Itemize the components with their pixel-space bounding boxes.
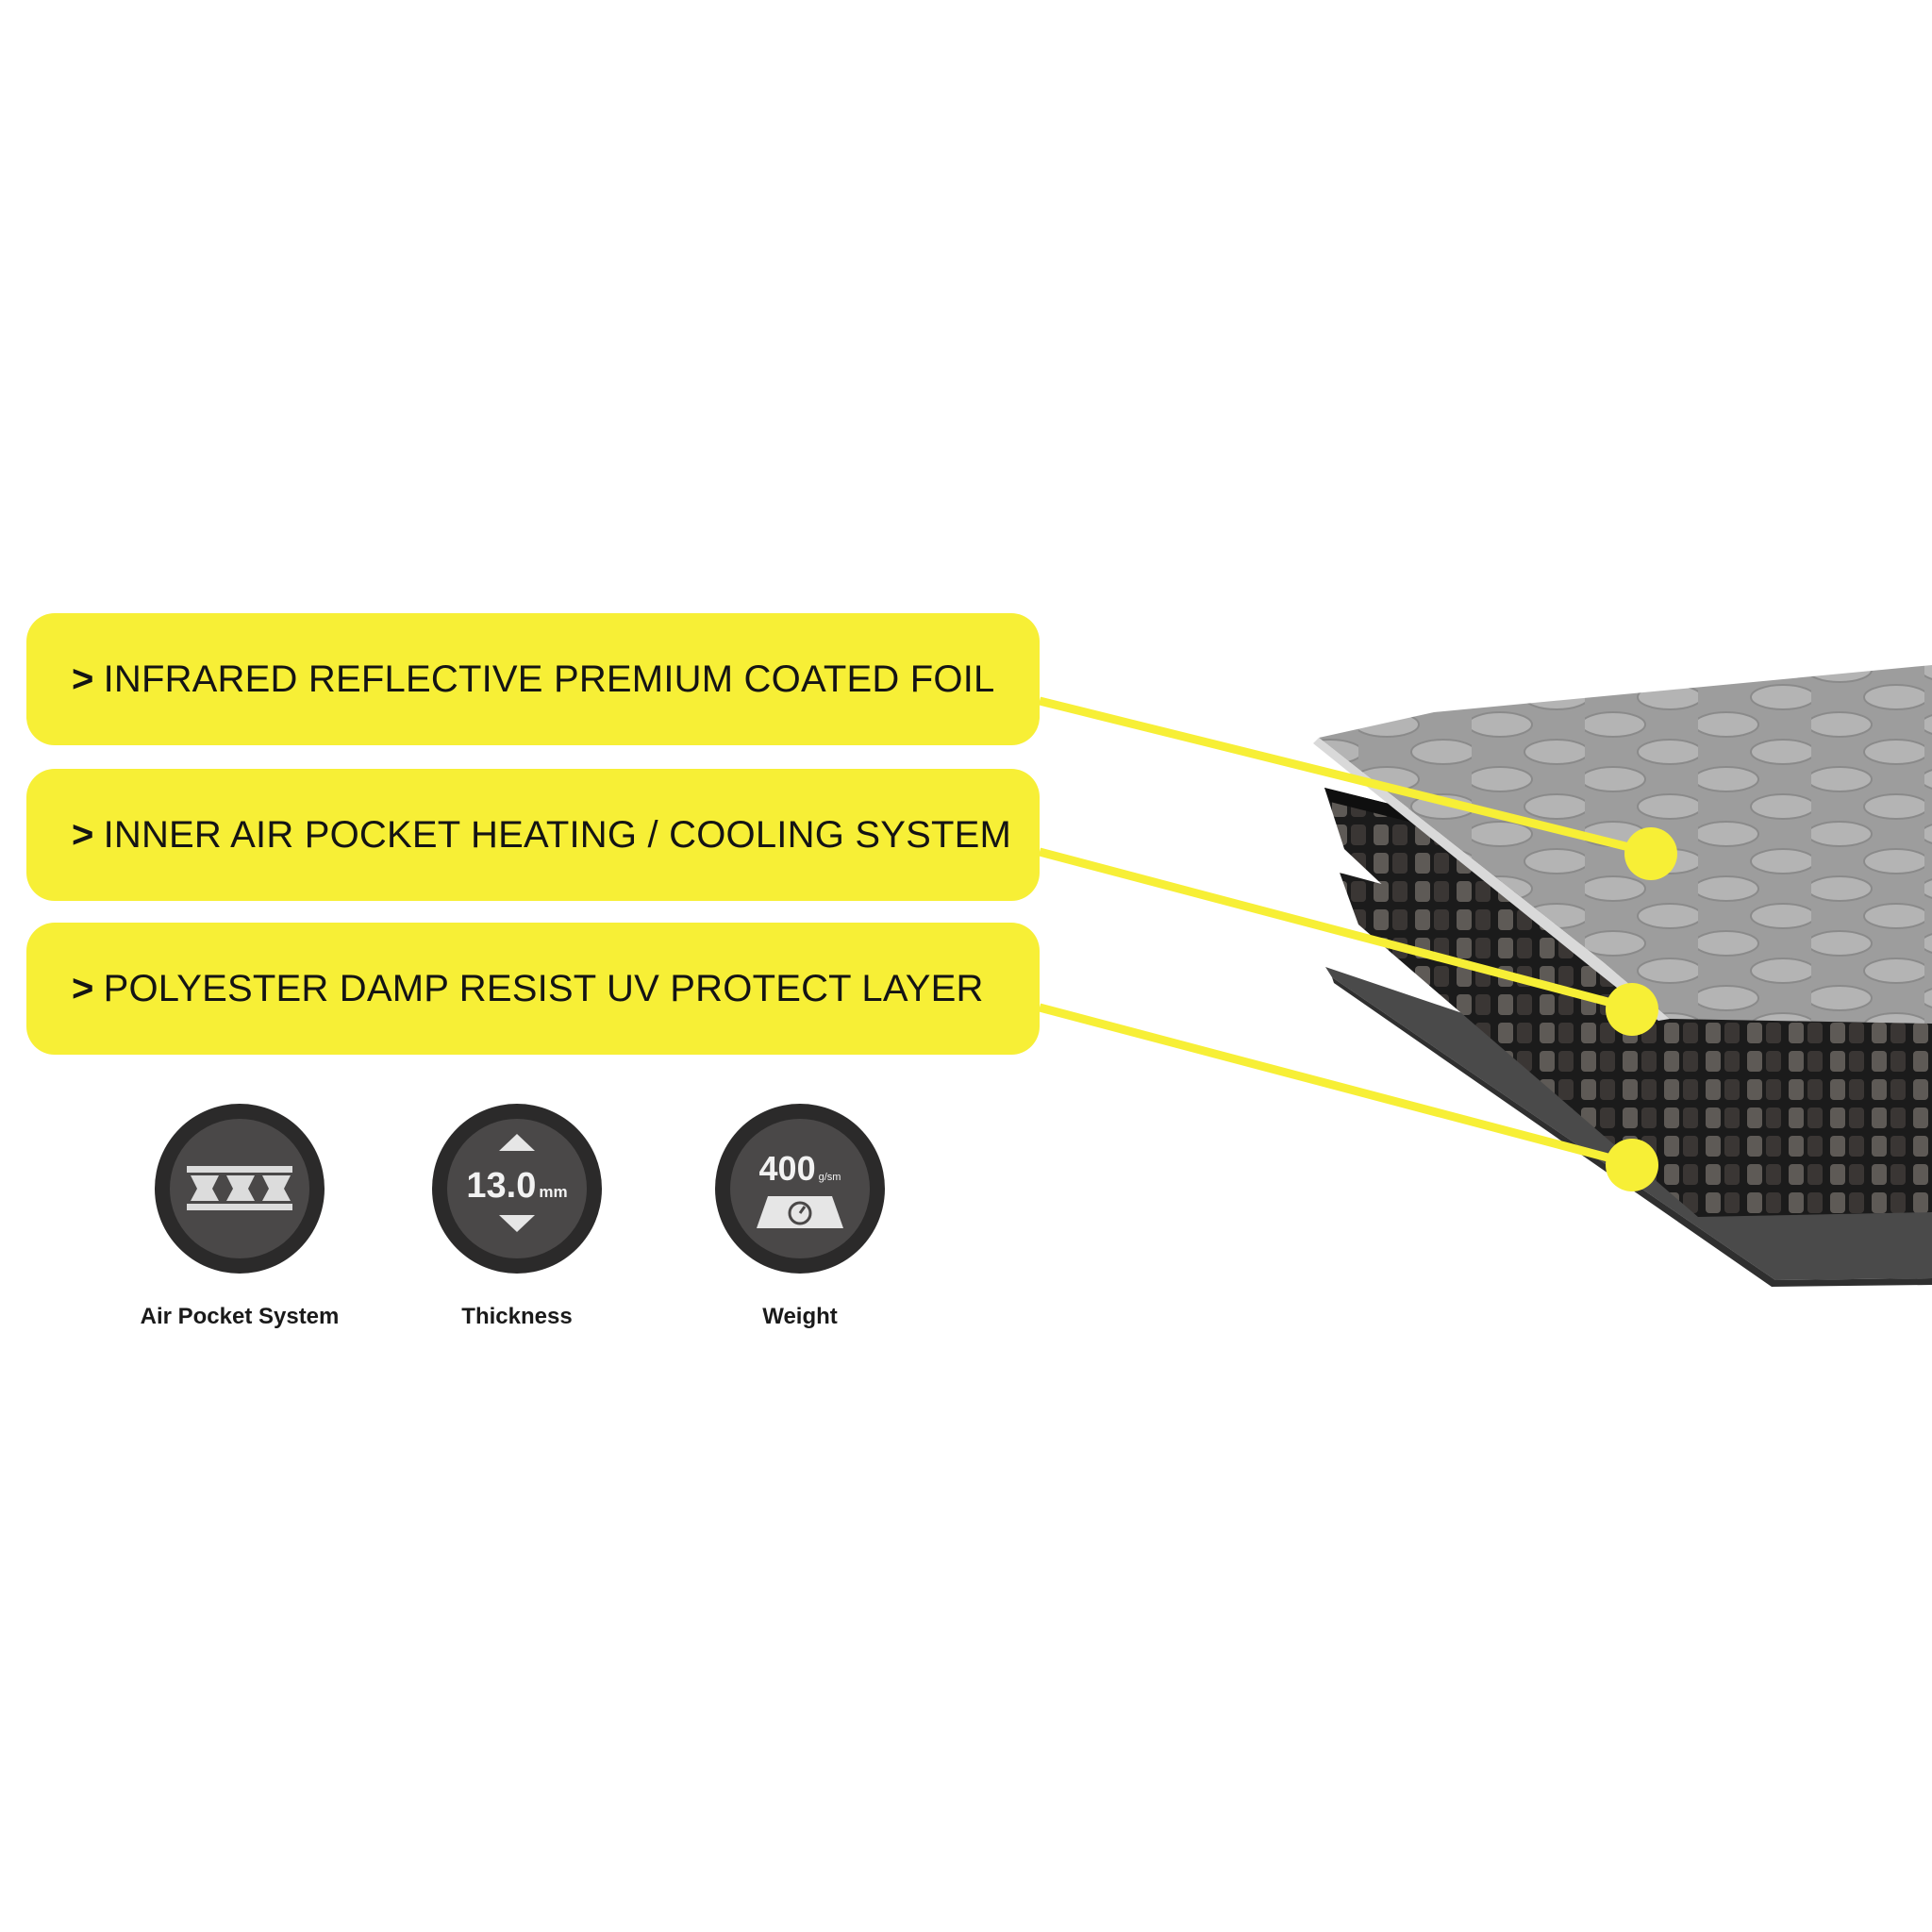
arrow-down-icon (499, 1215, 535, 1232)
spec-caption: Weight (762, 1304, 838, 1329)
marker-dot-core (1606, 983, 1658, 1036)
leader-line-core (1038, 847, 1631, 1012)
chevron-marker: > (72, 658, 94, 700)
leader-line-polyester (1038, 1003, 1631, 1168)
arrow-up-icon (499, 1134, 535, 1151)
thickness-value: 13.0 (466, 1166, 537, 1206)
layer-label: POLYESTER DAMP RESIST UV PROTECT LAYER (103, 967, 984, 1009)
thickness-unit: mm (539, 1183, 568, 1201)
label-foil-layer: > INFRARED REFLECTIVE PREMIUM COATED FOI… (26, 613, 1040, 745)
spec-caption: Thickness (461, 1304, 573, 1329)
layer-label: INFRARED REFLECTIVE PREMIUM COATED FOIL (103, 658, 995, 700)
spec-caption: Air Pocket System (140, 1304, 340, 1329)
air-pocket-icon (155, 1104, 325, 1274)
chevron-marker: > (72, 967, 94, 1009)
label-air-pocket-layer: > INNER AIR POCKET HEATING / COOLING SYS… (26, 769, 1040, 901)
marker-dot-foil (1624, 827, 1677, 880)
label-polyester-layer: > POLYESTER DAMP RESIST UV PROTECT LAYER (26, 923, 1040, 1055)
leader-line-foil (1038, 696, 1650, 857)
weight-unit: g/sm (818, 1172, 841, 1183)
spec-air-pocket: Air Pocket System (98, 1102, 381, 1330)
layer-label: INNER AIR POCKET HEATING / COOLING SYSTE… (103, 813, 1012, 856)
weight-value: 400 (758, 1149, 816, 1188)
marker-dot-polyester (1606, 1139, 1658, 1191)
chevron-marker: > (72, 813, 94, 856)
